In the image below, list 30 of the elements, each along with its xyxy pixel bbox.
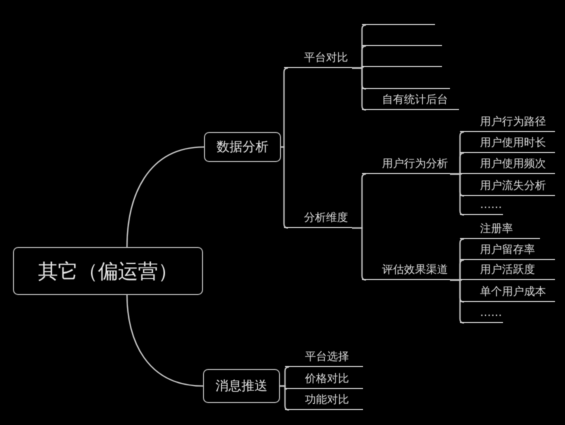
- underlined-topic: 用户活跃度: [460, 260, 555, 280]
- underlined-topic: 用户流失分析: [460, 176, 555, 196]
- underlined-topic: 用户使用频次: [460, 154, 555, 174]
- connector-line: [352, 67, 366, 111]
- connector-line: [450, 173, 464, 216]
- underlined-topic: 用户留存率: [460, 240, 555, 260]
- connector-line: [280, 385, 290, 411]
- underlined-topic: 自有统计后台: [362, 90, 459, 110]
- connector-line: [450, 279, 464, 324]
- underlined-topic: 平台对比: [284, 48, 352, 68]
- underlined-topic: 分析维度: [284, 208, 352, 228]
- connector-line: [352, 227, 366, 281]
- underlined-topic: 用户使用时长: [460, 133, 555, 153]
- underlined-topic: 用户行为路径: [460, 112, 555, 132]
- underlined-topic: 平台选择: [285, 347, 363, 367]
- underlined-topic: ……: [460, 195, 503, 215]
- topic-box: 消息推送: [203, 369, 280, 403]
- underlined-topic: 单个用户成本: [460, 282, 555, 302]
- underlined-topic: 功能对比: [285, 390, 363, 410]
- connector-line: [126, 146, 204, 248]
- underlined-topic: 注册率: [460, 219, 540, 239]
- connector-line: [281, 67, 288, 148]
- underlined-topic: 评估效果渠道: [362, 260, 450, 280]
- topic-box: 其它（偏运营）: [13, 247, 203, 295]
- underlined-topic: 价格对比: [285, 369, 363, 389]
- connector-line: [281, 146, 288, 229]
- connector-line: [126, 294, 204, 387]
- underlined-topic: ……: [460, 303, 503, 323]
- topic-box: 数据分析: [204, 132, 281, 162]
- underlined-topic: 用户行为分析: [362, 154, 450, 174]
